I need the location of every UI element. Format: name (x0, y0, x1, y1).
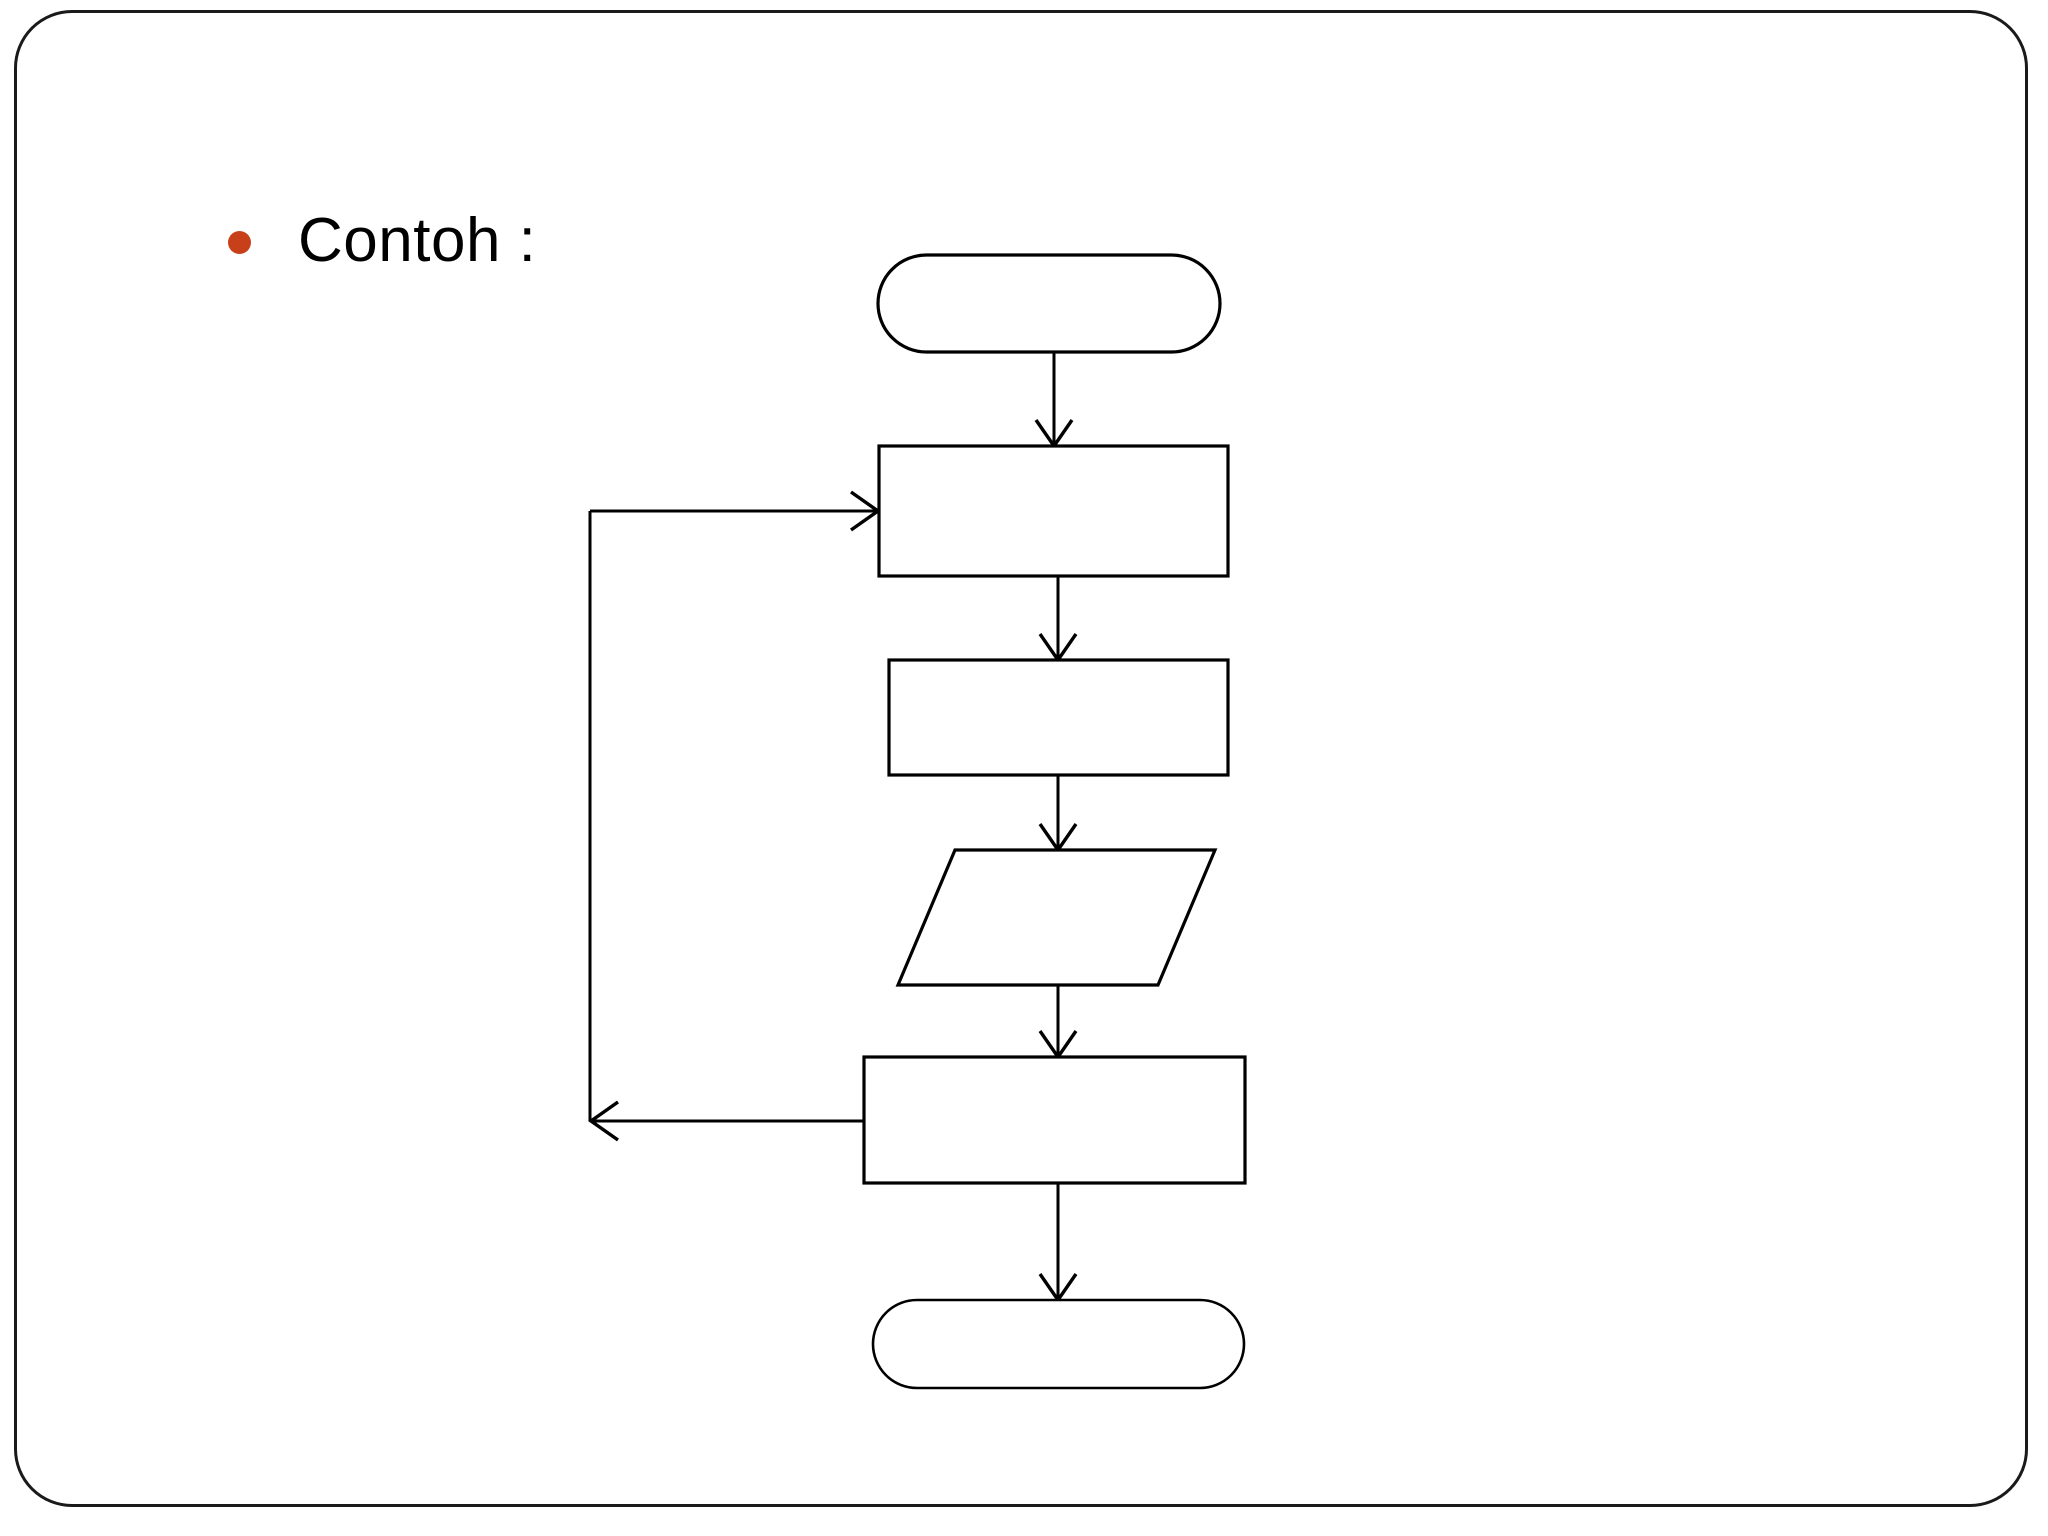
bullet-dot-icon (228, 231, 251, 255)
bullet-list-item: Contoh : (228, 208, 536, 273)
connector-loop-back (588, 490, 881, 1142)
flowchart-node-input-output (895, 848, 1218, 987)
bullet-item-label: Contoh : (298, 206, 537, 275)
flowchart-node-process-1 (877, 444, 1230, 578)
flowchart-node-process-3 (862, 1055, 1247, 1185)
connector-io-1-to-process-3 (1038, 985, 1078, 1060)
connector-process-2-to-io-1 (1038, 775, 1078, 853)
connector-process-3-to-end (1038, 1183, 1078, 1303)
flowchart-node-end (871, 1298, 1246, 1390)
connector-process-1-to-process-2 (1038, 576, 1078, 663)
flowchart-node-process-2 (887, 658, 1230, 777)
connector-start-to-process-1 (1034, 352, 1074, 449)
flowchart-node-start (876, 253, 1222, 354)
